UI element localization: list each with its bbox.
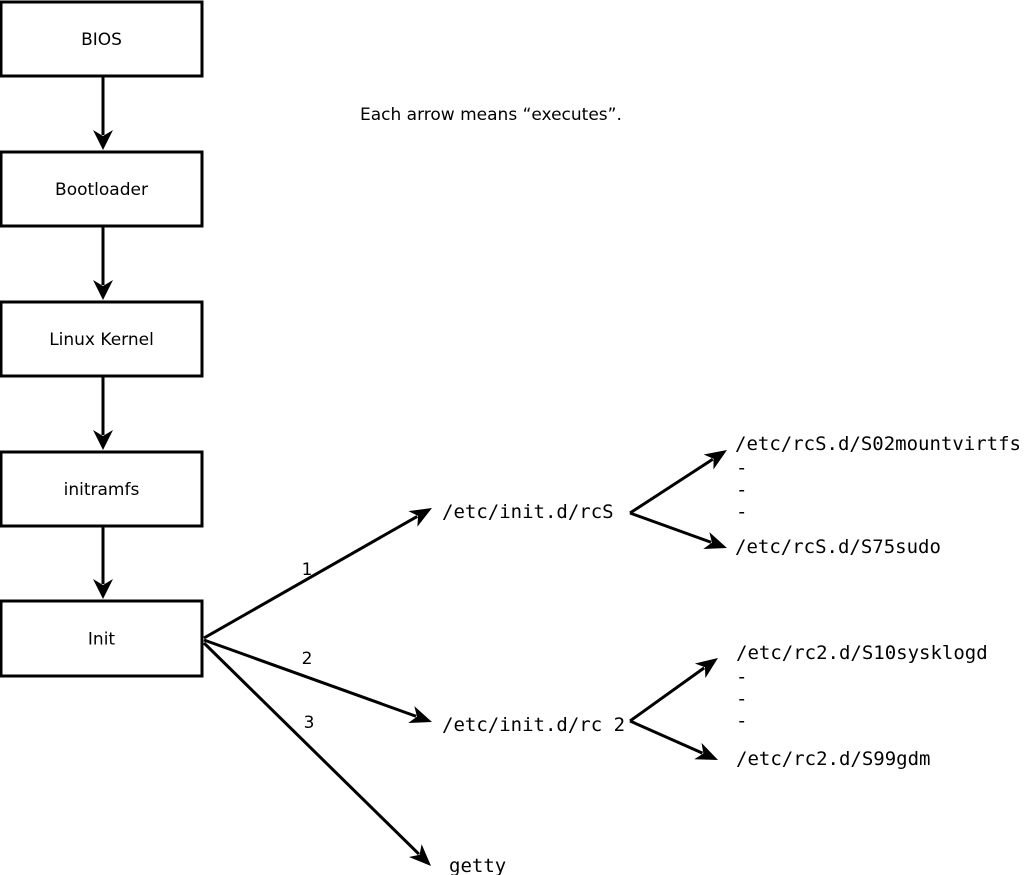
arrow-bios-to-bootloader xyxy=(93,76,113,150)
box-label-bootloader: Bootloader xyxy=(55,180,148,200)
process-box-init[interactable]: Init xyxy=(0,599,204,678)
process-box-bootloader[interactable]: Bootloader xyxy=(0,150,204,228)
arrow-initramfs-to-init xyxy=(93,526,113,599)
ellipsis-dash-rcs-group-1: - xyxy=(736,479,747,501)
box-outline-bios xyxy=(0,0,204,78)
fanout-rc2-last-arrowhead xyxy=(694,742,718,760)
arrow-bootloader-to-kernel xyxy=(93,226,113,300)
mono-label-target-rcs: /etc/init.d/rcS xyxy=(442,501,614,523)
box-outline-initramfs xyxy=(0,450,204,528)
init-branch-group: 1 2 3 xyxy=(202,508,432,866)
vertical-arrow-group xyxy=(93,76,113,599)
box-label-initramfs: initramfs xyxy=(64,480,140,500)
ellipsis-dash-rcs-group-2: - xyxy=(736,501,747,523)
box-outline-kernel xyxy=(0,300,204,378)
init-branch-1-arrowhead xyxy=(408,508,432,527)
fanout-rcs-last-arrowhead xyxy=(703,532,727,549)
init-branch-2-arrowhead xyxy=(408,706,432,724)
ellipsis-dash-rcs-group-0: - xyxy=(736,457,747,479)
box-label-bios: BIOS xyxy=(81,30,122,50)
ellipsis-dash-rc2-group-0: - xyxy=(736,666,747,688)
branch-number-3: 3 xyxy=(304,713,315,733)
caption-text: Each arrow means “executes”. xyxy=(360,105,622,125)
init-branch-3: 3 xyxy=(202,641,431,866)
arrow-initramfs-to-init-arrowhead xyxy=(93,579,113,599)
init-branch-2: 2 xyxy=(203,638,432,724)
arrow-kernel-to-initramfs-arrowhead xyxy=(93,430,113,450)
process-box-kernel[interactable]: Linux Kernel xyxy=(0,300,204,378)
box-label-kernel: Linux Kernel xyxy=(49,330,154,350)
box-outline-init xyxy=(0,599,204,678)
script-group-fanouts: /etc/rcS.d/S02mountvirtfs/etc/rcS.d/S75s… xyxy=(629,433,1021,770)
fanout-rc2-group: /etc/rc2.d/S10sysklogd/etc/rc2.d/S99gdm -… xyxy=(629,642,988,770)
script-label-rc2-last: /etc/rc2.d/S99gdm xyxy=(736,748,930,770)
arrow-bootloader-to-kernel-arrowhead xyxy=(93,280,113,300)
branch-number-2: 2 xyxy=(302,649,313,669)
script-label-rc2-first: /etc/rc2.d/S10sysklogd xyxy=(736,642,988,664)
init-branch-3-arrowhead xyxy=(409,844,431,866)
init-branch-1: 1 xyxy=(203,508,432,640)
mono-target-group: /etc/init.d/rcS/etc/init.d/rc 2 getty xyxy=(442,501,625,875)
ellipsis-dash-rc2-group-1: - xyxy=(736,688,747,710)
script-label-rcs-first: /etc/rcS.d/S02mountvirtfs xyxy=(735,433,1021,455)
process-box-bios[interactable]: BIOS xyxy=(0,0,204,78)
script-label-rcs-last: /etc/rcS.d/S75sudo xyxy=(735,536,941,558)
mono-label-target-rc2: /etc/init.d/rc 2 xyxy=(442,714,625,736)
ellipsis-dash-rc2-group-2: - xyxy=(736,710,747,732)
box-label-init: Init xyxy=(88,630,116,650)
mono-label-target-getty: getty xyxy=(449,855,506,875)
fanout-rcs-first-arrowhead xyxy=(703,450,727,470)
fanout-rcs-group: /etc/rcS.d/S02mountvirtfs/etc/rcS.d/S75s… xyxy=(629,433,1021,558)
arrow-kernel-to-initramfs xyxy=(93,376,113,450)
fanout-rc2-first-arrowhead xyxy=(694,658,718,679)
process-box-initramfs[interactable]: initramfs xyxy=(0,450,204,528)
arrow-bios-to-bootloader-arrowhead xyxy=(93,130,113,150)
branch-number-1: 1 xyxy=(302,560,313,580)
